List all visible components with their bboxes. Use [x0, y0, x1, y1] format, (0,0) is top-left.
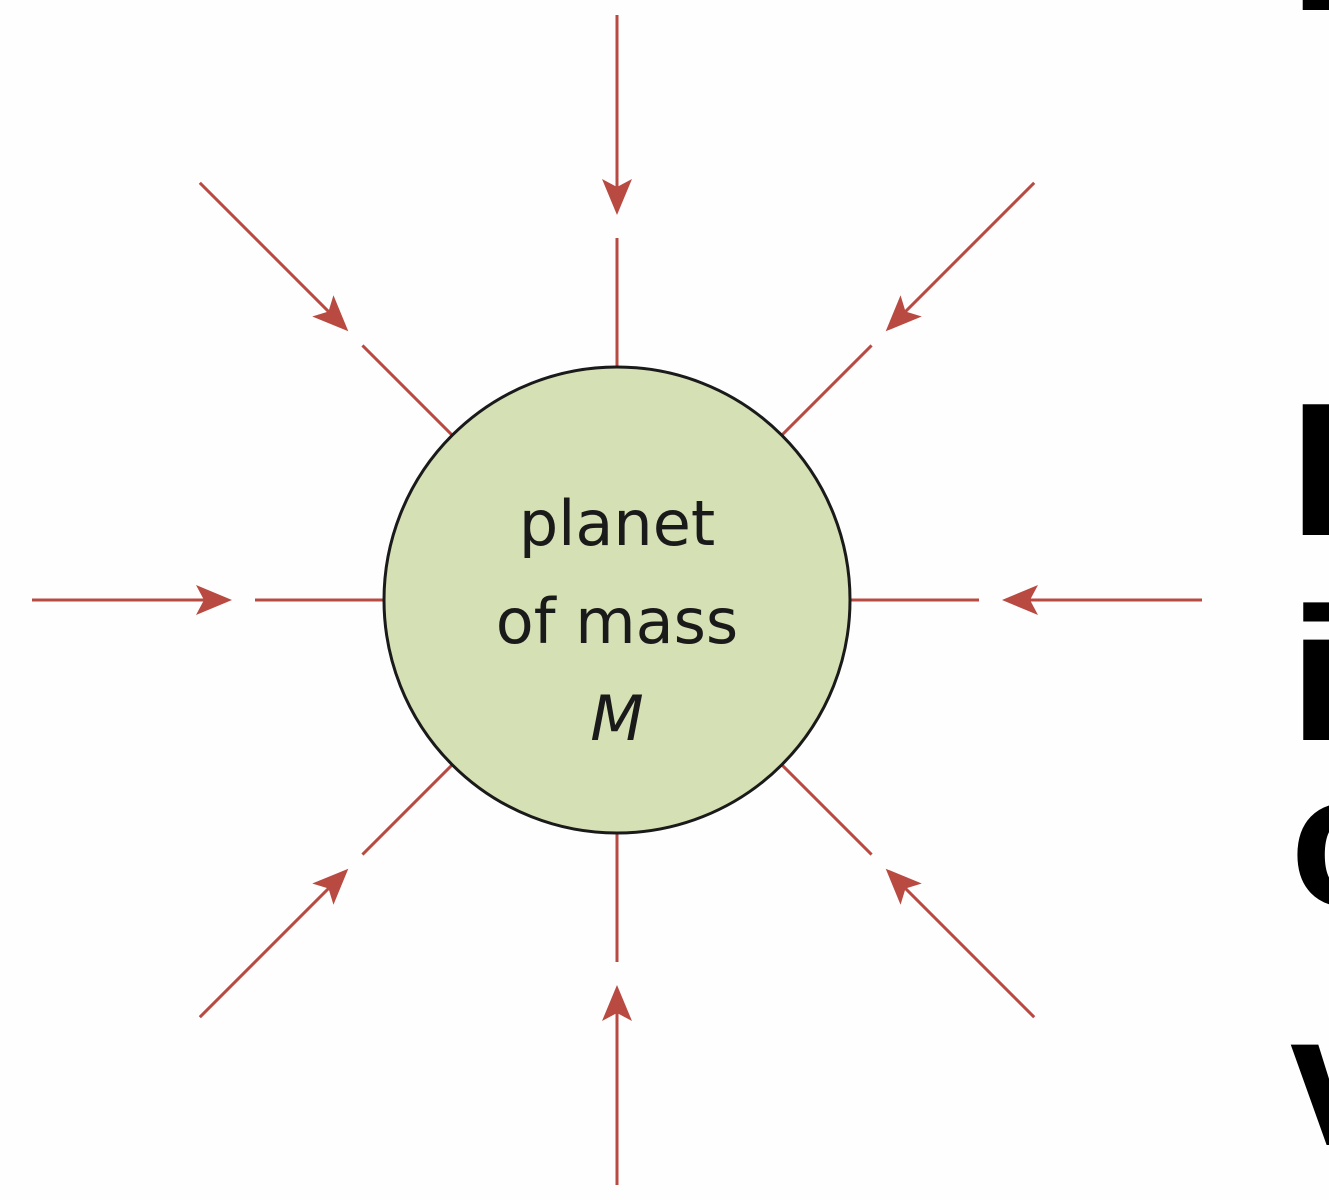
- arrowhead: [885, 295, 922, 332]
- planet-label-line1: planet: [519, 487, 715, 560]
- field-line-outer: [890, 873, 1036, 1019]
- field-arrow-top: [602, 15, 632, 367]
- field-line-inner: [779, 344, 873, 438]
- field-line-inner: [361, 344, 455, 438]
- field-line-outer: [890, 181, 1036, 327]
- planet-label-line2: of mass: [496, 585, 738, 658]
- arrowhead: [196, 585, 232, 615]
- arrowhead: [602, 985, 632, 1021]
- arrowhead: [602, 179, 632, 215]
- field-arrow-right: [850, 585, 1202, 615]
- cropped-text-fragment: i: [1290, 569, 1329, 781]
- field-line-inner: [361, 762, 455, 856]
- cropped-text-fragment: o: [1290, 745, 1329, 935]
- field-arrow-left: [32, 585, 384, 615]
- field-arrow-bottom-left: [198, 762, 455, 1019]
- field-arrow-top-right: [779, 181, 1036, 438]
- arrowhead: [885, 868, 922, 905]
- field-arrow-bottom: [602, 833, 632, 1185]
- planet-mass-symbol: M: [590, 682, 644, 755]
- field-line-outer: [198, 873, 344, 1019]
- cropped-text-fragment: I: [1290, 0, 1329, 40]
- arrowhead: [312, 868, 349, 905]
- field-line-outer: [198, 181, 344, 327]
- field-arrow-top-left: [198, 181, 455, 438]
- field-arrow-bottom-right: [779, 762, 1036, 1019]
- cropped-text-fragment: v: [1290, 985, 1329, 1175]
- cropped-text-fragment: I: [1290, 364, 1329, 576]
- arrowhead: [1002, 585, 1038, 615]
- planet-circle: [382, 365, 852, 835]
- arrowhead: [312, 295, 349, 332]
- field-line-inner: [779, 762, 873, 856]
